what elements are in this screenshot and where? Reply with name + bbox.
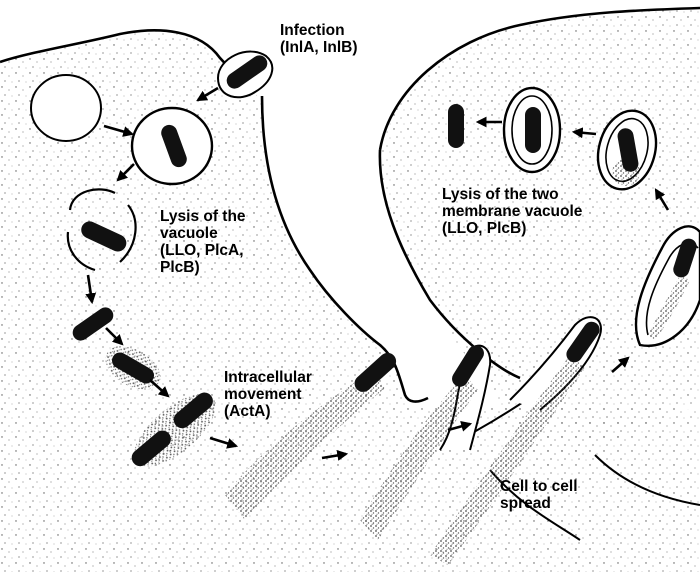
vacuole-with-bacterium xyxy=(132,108,212,184)
label-spread-line-1: Cell to cell xyxy=(500,478,578,495)
label-infection-line-1: Infection xyxy=(280,22,358,39)
label-lysis-vacuole-line-1: Lysis of the xyxy=(160,208,246,225)
label-intracellular-movement: Intracellular movement (ActA) xyxy=(224,369,312,420)
label-lysis-two-membrane: Lysis of the two membrane vacuole (LLO, … xyxy=(442,186,582,237)
label-lysis-two-line-2: membrane vacuole xyxy=(442,203,582,220)
label-intracellular-line-3: (ActA) xyxy=(224,403,312,420)
label-lysis-vacuole-line-2: vacuole xyxy=(160,225,246,242)
label-lysis-vacuole-line-3: (LLO, PlcA, xyxy=(160,242,246,259)
label-spread-line-2: spread xyxy=(500,495,578,512)
double-membrane-vacuole-middle xyxy=(504,88,560,172)
bacterium xyxy=(525,107,541,153)
released-bacterium xyxy=(448,104,464,148)
label-lysis-vacuole: Lysis of the vacuole (LLO, PlcA, PlcB) xyxy=(160,208,246,276)
entering-bacterium xyxy=(218,52,272,98)
label-intracellular-line-1: Intracellular xyxy=(224,369,312,386)
label-infection-line-2: (InlA, InlB) xyxy=(280,39,358,56)
label-lysis-two-line-3: (LLO, PlcB) xyxy=(442,220,582,237)
label-cell-to-cell-spread: Cell to cell spread xyxy=(500,478,578,512)
label-lysis-vacuole-line-4: PlcB) xyxy=(160,259,246,276)
empty-vacuole xyxy=(31,75,101,141)
label-lysis-two-line-1: Lysis of the two xyxy=(442,186,582,203)
label-intracellular-line-2: movement xyxy=(224,386,312,403)
label-infection: Infection (InlA, InlB) xyxy=(280,22,358,56)
